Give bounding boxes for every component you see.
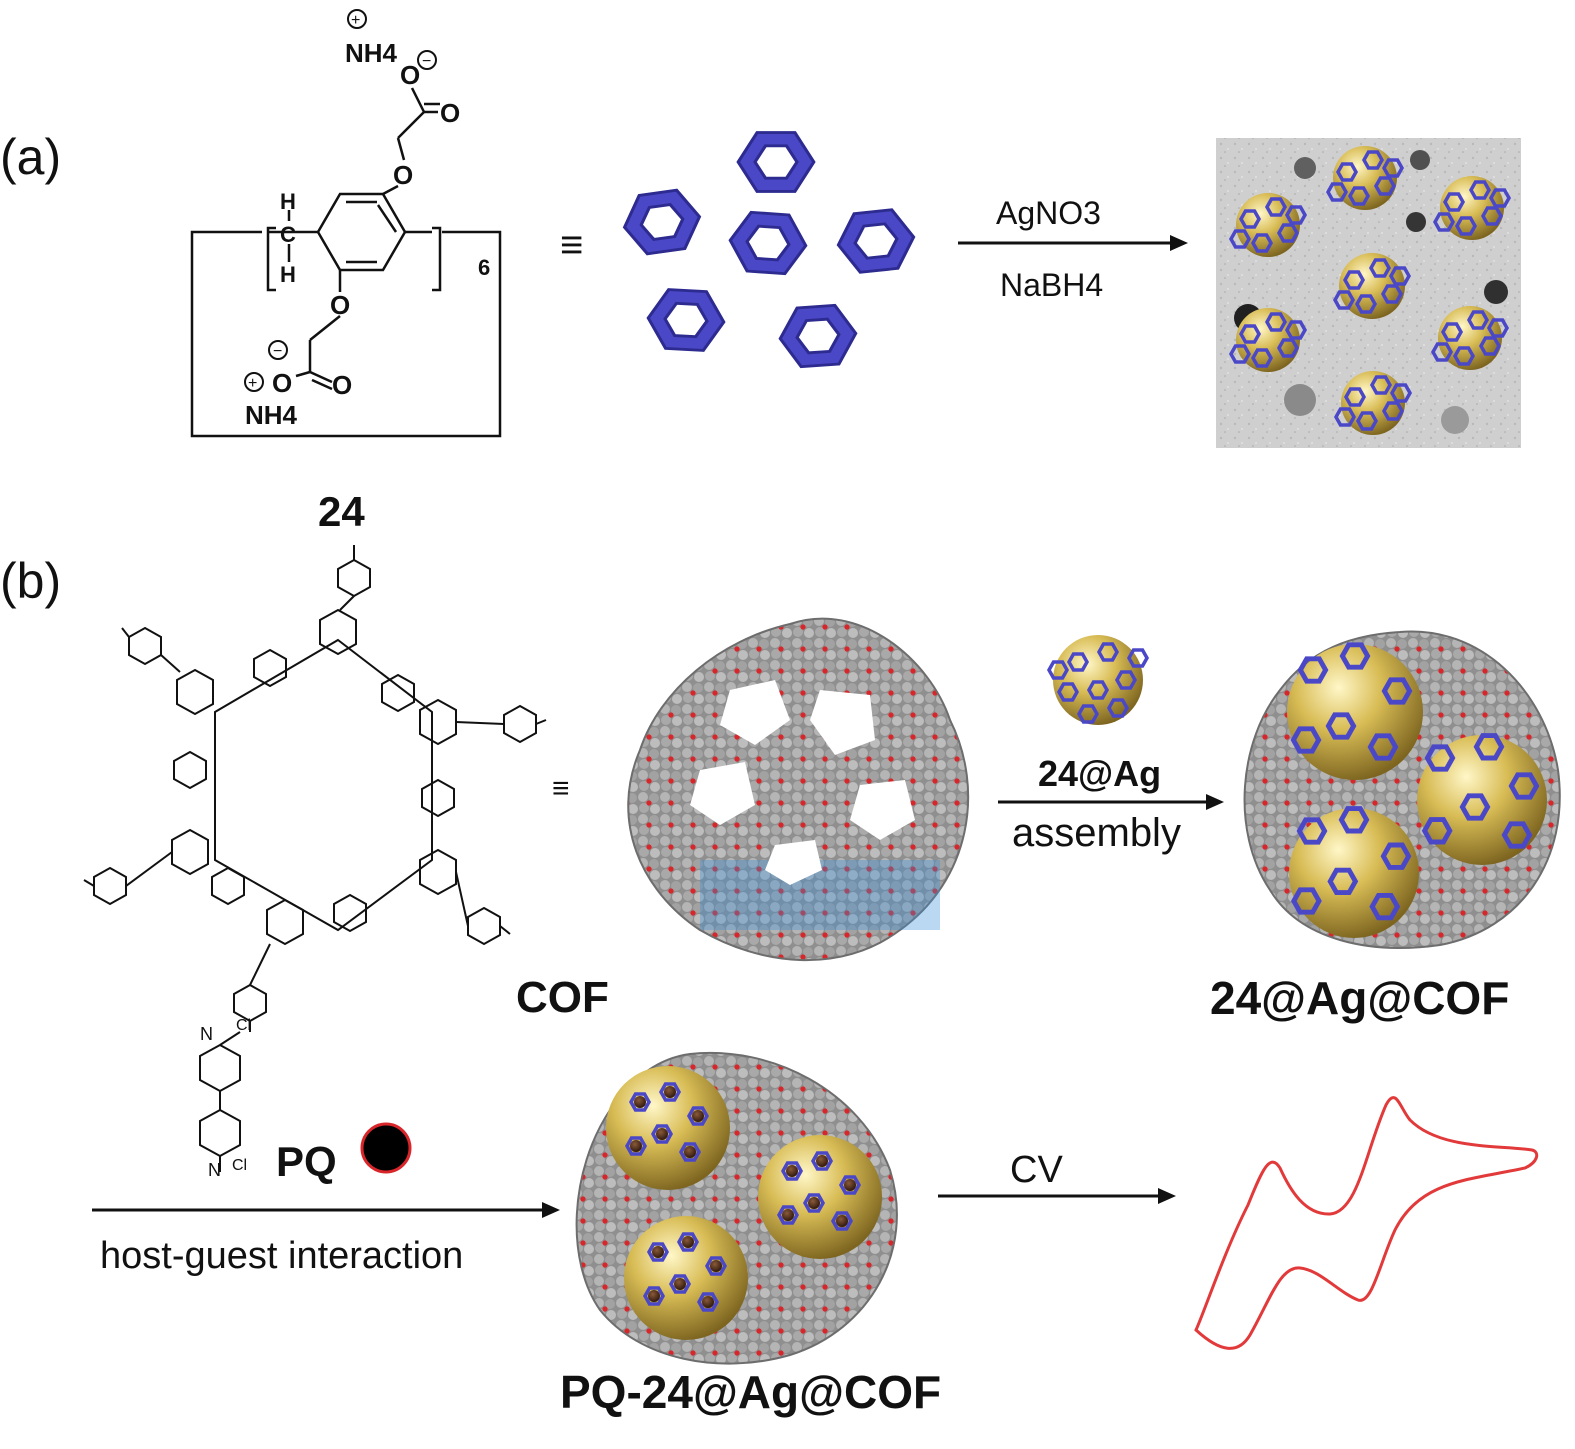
- ring-icon: [776, 302, 860, 370]
- ring-icon: [726, 209, 810, 277]
- svg-text:+: +: [351, 12, 360, 29]
- panel-a-label: (a): [0, 129, 62, 185]
- nanoparticle-24-ag: [1047, 635, 1149, 725]
- macrocycle-label: 24: [318, 488, 365, 535]
- carbon-text: C: [280, 222, 296, 247]
- assembly-label: assembly: [1012, 811, 1181, 855]
- oxygen-bottom-ether: O: [330, 290, 350, 320]
- svg-text:−: −: [422, 53, 431, 70]
- guest-label: PQ: [276, 1138, 337, 1185]
- pillararene-structure: H H C O O O O O O 6 NH4 NH4 + − − +: [190, 9, 502, 438]
- arrow-assembly: [998, 794, 1224, 810]
- cv-curve: [1194, 1096, 1539, 1350]
- ammonium-bottom-text: NH4: [245, 400, 298, 430]
- svg-text:+: +: [248, 375, 257, 392]
- macrocycle-structure: [83, 545, 547, 1172]
- product-label: PQ-24@Ag@COF: [560, 1366, 941, 1418]
- oxygen-top-carbonyl: O: [440, 98, 460, 128]
- composite-24-ag-cof: [1243, 630, 1561, 949]
- reagent-top-text: AgNO3: [996, 195, 1101, 231]
- product-pq-24-ag-cof: [575, 1051, 898, 1365]
- pillararene-rings-cluster: [618, 130, 919, 370]
- guest-dot-icon: [360, 1122, 412, 1174]
- ring-icon: [736, 130, 816, 194]
- arrow-cv: [938, 1188, 1176, 1204]
- arrow-host-guest: [92, 1202, 560, 1218]
- equivalence-symbol-a: ≡: [560, 223, 583, 267]
- reagent-bottom-text: NaBH4: [1000, 267, 1103, 303]
- arrow-a: [958, 235, 1188, 251]
- oxygen-top-anion: O: [400, 60, 420, 90]
- cof-framework: [627, 617, 970, 961]
- hydrogen-bottom-text: H: [280, 262, 296, 287]
- silver-nanoparticles: [1229, 146, 1511, 435]
- ring-icon: [833, 206, 919, 276]
- ring-icon: [618, 186, 706, 258]
- guest-step-label: host-guest interaction: [100, 1235, 463, 1277]
- ring-icon: [645, 287, 727, 353]
- composite-label: 24@Ag@COF: [1210, 972, 1509, 1024]
- cof-label: COF: [516, 973, 609, 1022]
- svg-text:Cl: Cl: [232, 1157, 247, 1174]
- repeat-count-text: 6: [478, 255, 490, 280]
- svg-text:N: N: [208, 1160, 221, 1180]
- oxygen-bottom-anion: O: [272, 368, 292, 398]
- svg-text:N: N: [200, 1024, 213, 1044]
- equivalence-symbol-b: ≡: [552, 772, 570, 805]
- oxygen-bottom-carbonyl: O: [332, 370, 352, 400]
- hydrogen-top-text: H: [280, 189, 296, 214]
- nanoparticle-label: 24@Ag: [1038, 753, 1161, 794]
- ammonium-top-text: NH4: [345, 38, 398, 68]
- svg-text:−: −: [273, 343, 282, 360]
- panel-b-label: (b): [0, 553, 62, 609]
- cv-step-label: CV: [1010, 1149, 1063, 1191]
- svg-text:Cl: Cl: [236, 1017, 251, 1034]
- oxygen-top-ether: O: [393, 160, 413, 190]
